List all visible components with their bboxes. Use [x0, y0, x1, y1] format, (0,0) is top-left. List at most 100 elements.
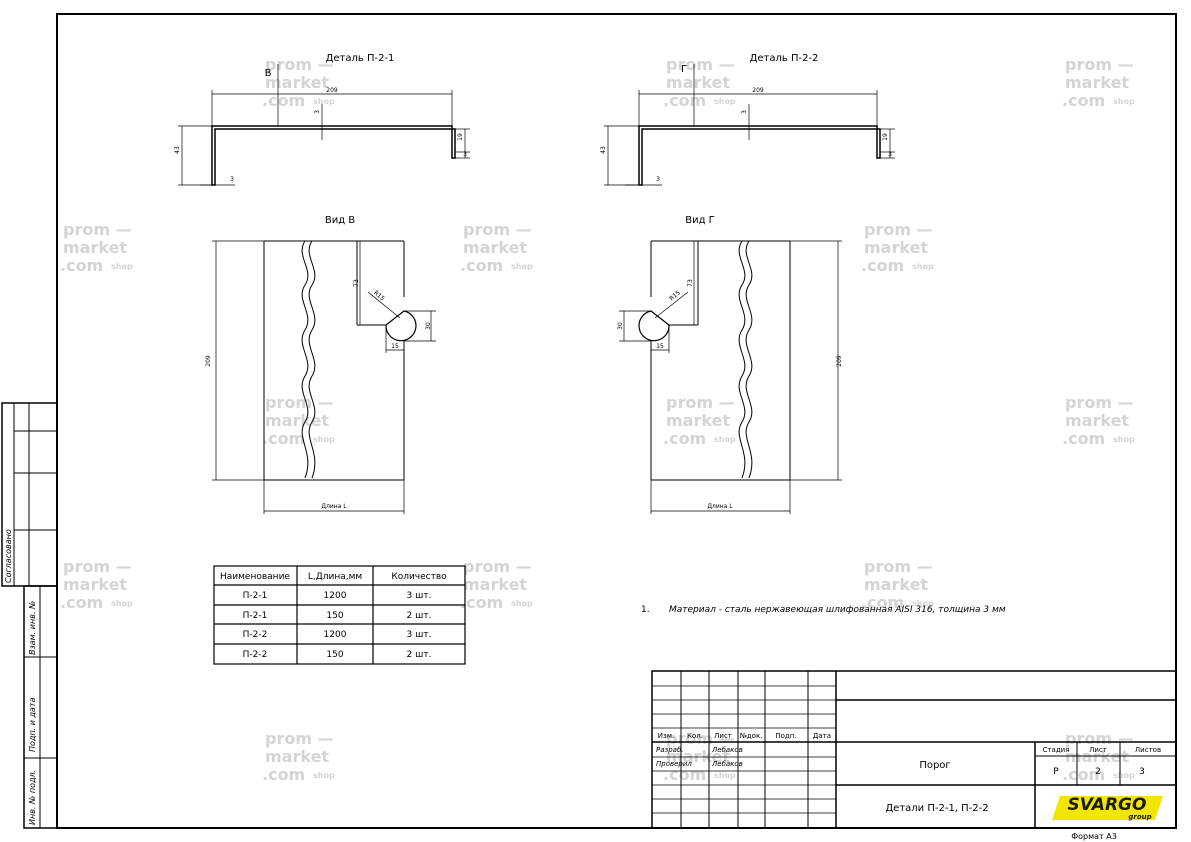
view-b-offset-dim: 15	[391, 343, 399, 350]
watermark-text: prom —	[666, 729, 735, 748]
watermark-shop-text: shop	[511, 599, 533, 608]
detail-1-title: Деталь П-2-1	[326, 53, 395, 64]
table-row-3-name: П-2-2	[243, 630, 268, 640]
view-b-outline	[263, 240, 417, 481]
inner-frame	[56, 13, 1177, 829]
parts-header-qty: Количество	[391, 572, 447, 582]
watermark-text: .com	[1062, 429, 1105, 448]
watermark-text: .com	[262, 429, 305, 448]
tb-name-checker: Лебаков	[711, 760, 743, 768]
detail-1-lip-dim: 19	[457, 133, 464, 141]
view-b-title: Вид В	[325, 215, 355, 226]
watermark-shop-text: shop	[313, 771, 335, 780]
view-b-radius-dim: R15	[372, 289, 386, 302]
watermark-text: .com	[60, 593, 103, 612]
watermark-shop-text: shop	[1113, 435, 1135, 444]
watermark-text: prom —	[63, 557, 132, 576]
side-label-agreed: Согласовано	[4, 529, 13, 583]
tb-col-qty: Кол.	[687, 732, 703, 740]
detail-2-lip-thick-dim: 3	[888, 151, 892, 158]
watermark-3: prom —market.com shop	[1062, 55, 1135, 110]
table-row-1-length: 1200	[324, 591, 347, 601]
table-row-4-name: П-2-2	[243, 650, 268, 660]
watermark-text: prom —	[864, 220, 933, 239]
watermark-text: market	[1065, 73, 1129, 92]
note-text: Материал - сталь нержавеющая шлифованная…	[669, 605, 1006, 615]
watermark-text: market	[463, 575, 527, 594]
table-row-3-length: 1200	[324, 630, 347, 640]
detail-1-width-dim: 209	[326, 87, 338, 94]
side-stamp	[1, 402, 58, 829]
logo-main-text: SVARGO	[1068, 795, 1147, 815]
detail-1-lip-thick-dim: 3	[463, 151, 467, 158]
tb-role-developer: Разраб.	[656, 746, 684, 754]
tb-role-checker: Проверил	[656, 760, 692, 768]
watermark-text: .com	[460, 593, 503, 612]
detail-2-height-dim: 43	[600, 146, 607, 154]
watermark-shop-text: shop	[1113, 97, 1135, 106]
table-row-2-name: П-2-1	[243, 611, 268, 621]
watermark-text: prom —	[265, 55, 334, 74]
parts-table	[213, 565, 466, 665]
watermark-text: prom —	[1065, 393, 1134, 412]
parts-header-name: Наименование	[220, 572, 290, 582]
watermark-shop-text: shop	[714, 97, 736, 106]
view-g-offset-dim: 15	[656, 343, 664, 350]
watermark-text: market	[463, 238, 527, 257]
view-g-outline	[638, 240, 791, 481]
watermark-text: market	[864, 238, 928, 257]
watermark-shop-text: shop	[111, 262, 133, 271]
watermark-text: .com	[1062, 91, 1105, 110]
view-g-radius-dim: R15	[668, 289, 682, 302]
view-g-depth-dim: 73	[687, 279, 694, 287]
detail-2-thick-dim: 3	[656, 176, 660, 183]
detail-2-top-thick-dim: 3	[741, 110, 748, 114]
watermark-text: market	[63, 238, 127, 257]
tb-drawing-name: Детали П-2-1, П-2-2	[885, 803, 988, 814]
view-g-length-dim: Длина L	[707, 503, 733, 510]
tb-col-change: Изм.	[658, 732, 674, 740]
watermark-text: .com	[1062, 765, 1105, 784]
table-row-1-name: П-2-1	[243, 591, 268, 601]
detail-2-dimensions	[604, 64, 895, 186]
watermark-text: market	[1065, 411, 1129, 430]
table-row-2-qty: 2 шт.	[407, 611, 432, 621]
side-label-inv-number: Инв. № подл.	[28, 770, 37, 825]
detail-2-width-dim: 209	[752, 87, 764, 94]
watermark-shop-text: shop	[714, 435, 736, 444]
tb-sheet-header: Лист	[1089, 746, 1107, 754]
watermark-text: prom —	[265, 729, 334, 748]
table-row-2-length: 150	[326, 611, 343, 621]
view-b-length-dim: Длина L	[321, 503, 347, 510]
watermark-shop-text: shop	[714, 771, 736, 780]
view-g-height-dim: 209	[836, 355, 843, 367]
watermark-text: prom —	[864, 557, 933, 576]
tb-object-name: Порог	[919, 760, 950, 771]
table-row-3-qty: 3 шт.	[407, 630, 432, 640]
watermark-shop-text: shop	[511, 262, 533, 271]
note-number: 1.	[641, 605, 650, 615]
tb-stage-header: Стадия	[1043, 746, 1070, 754]
watermark-text: .com	[663, 429, 706, 448]
logo-sub-text: group	[1128, 813, 1151, 821]
tb-sheets-header: Листов	[1135, 746, 1161, 754]
view-g-title: Вид Г	[685, 215, 715, 226]
watermark-shop-text: shop	[313, 97, 335, 106]
view-b-notch-dim: 30	[425, 322, 432, 330]
watermark-text: market	[666, 73, 730, 92]
view-g-mark: Г	[681, 64, 687, 75]
parts-header-length: L,Длина,мм	[308, 572, 362, 582]
watermark-text: prom —	[1065, 729, 1134, 748]
detail-1-profile	[211, 125, 456, 186]
format-label: Формат А3	[1071, 832, 1117, 841]
watermark-text: prom —	[1065, 55, 1134, 74]
view-g-notch-dim: 30	[617, 322, 624, 330]
